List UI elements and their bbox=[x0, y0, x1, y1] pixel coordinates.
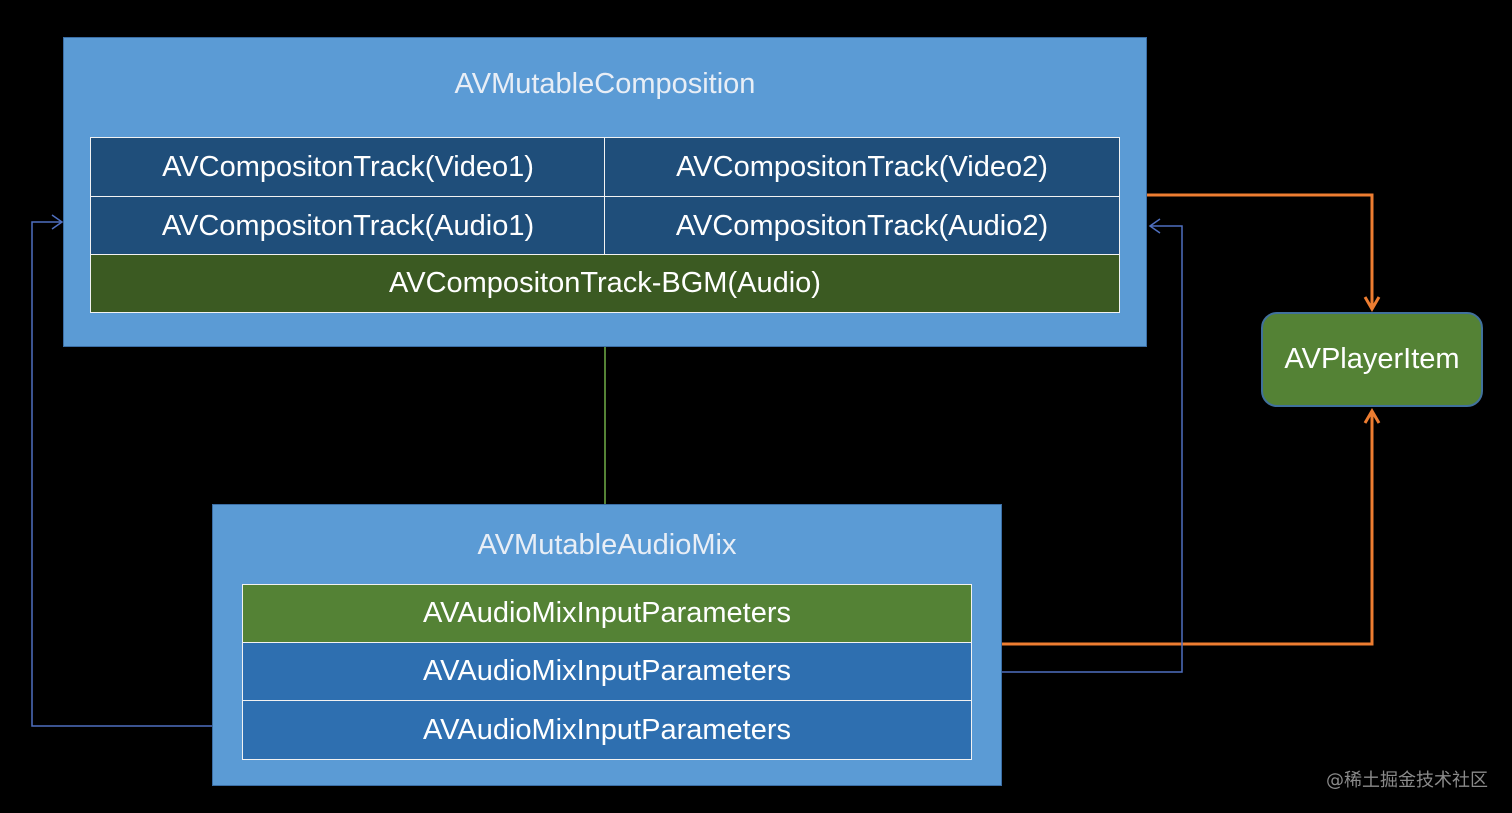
audio-mix-param-2: AVAudioMixInputParameters bbox=[242, 642, 972, 701]
arrow-audiomix-to-composition-left bbox=[31, 221, 212, 727]
arrowhead-playeritem-bottom bbox=[1363, 408, 1381, 424]
player-item-box: AVPlayerItem bbox=[1261, 312, 1483, 407]
arrow-audiomix-to-playeritem bbox=[1002, 412, 1374, 646]
arrowhead-composition-left bbox=[51, 214, 64, 230]
track-bgm-audio: AVCompositonTrack-BGM(Audio) bbox=[90, 254, 1120, 313]
audio-mix-param-3: AVAudioMixInputParameters bbox=[242, 700, 972, 760]
track-audio2: AVCompositonTrack(Audio2) bbox=[604, 196, 1120, 256]
track-audio1: AVCompositonTrack(Audio1) bbox=[90, 196, 606, 256]
track-video1: AVCompositonTrack(Video1) bbox=[90, 137, 606, 197]
track-video2: AVCompositonTrack(Video2) bbox=[604, 137, 1120, 197]
player-item-label: AVPlayerItem bbox=[1284, 343, 1460, 375]
watermark: @稀土掘金技术社区 bbox=[1326, 770, 1488, 791]
audio-mix-title: AVMutableAudioMix bbox=[477, 529, 737, 561]
arrowhead-playeritem-top bbox=[1363, 296, 1381, 312]
composition-title: AVMutableComposition bbox=[454, 68, 756, 100]
audio-mix-param-1: AVAudioMixInputParameters bbox=[242, 584, 972, 643]
arrowhead-composition-right bbox=[1148, 218, 1161, 234]
arrow-audiomix-to-composition-right bbox=[1002, 225, 1183, 673]
arrow-composition-to-playeritem bbox=[1147, 193, 1374, 308]
